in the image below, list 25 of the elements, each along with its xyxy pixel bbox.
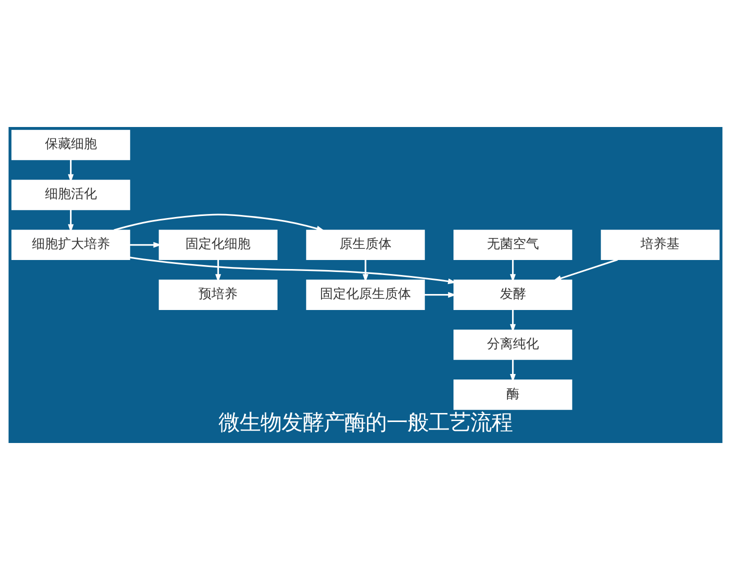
diagram-title: 微生物发酵产酶的一般工艺流程 <box>218 410 512 436</box>
node-box: 固定化原生质体 <box>306 280 425 310</box>
node-box: 酶 <box>454 380 572 410</box>
node-box: 培养基 <box>600 230 720 260</box>
node-box: 无菌空气 <box>454 230 572 260</box>
node-box: 细胞活化 <box>11 180 130 210</box>
node-box: 预培养 <box>158 280 278 310</box>
node-box: 细胞扩大培养 <box>11 230 130 260</box>
arrow <box>553 258 618 282</box>
node-box: 分离纯化 <box>454 330 572 360</box>
arrow <box>424 292 456 298</box>
arrow <box>510 360 516 382</box>
arrow <box>510 310 516 332</box>
node-box: 发酵 <box>454 280 572 310</box>
arrow <box>68 210 74 232</box>
arrow <box>130 256 456 284</box>
arrow <box>510 260 516 282</box>
arrow <box>215 260 222 282</box>
node-box: 原生质体 <box>306 230 425 260</box>
arrow <box>362 260 368 282</box>
arrow <box>114 214 325 232</box>
node-box: 固定化细胞 <box>158 230 278 260</box>
arrow <box>130 242 162 248</box>
node-box: 保藏细胞 <box>11 130 130 160</box>
arrow <box>68 160 74 182</box>
